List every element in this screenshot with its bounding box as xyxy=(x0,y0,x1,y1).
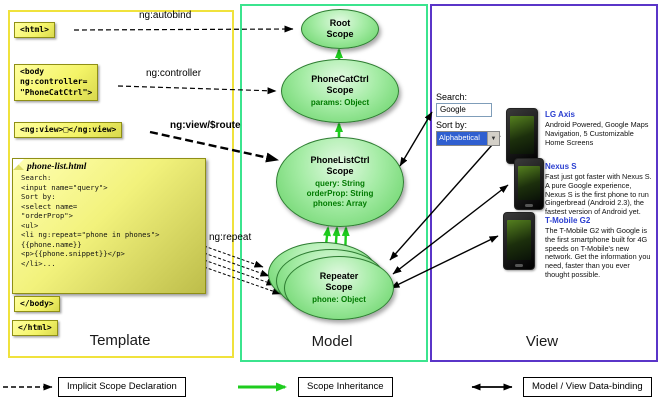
phone-screen xyxy=(518,166,540,200)
ng-view-tag: <ng:view>□</ng:view> xyxy=(14,122,123,139)
phone-desc-lg-axis: Android Powered, Google Maps Navigation,… xyxy=(545,120,649,147)
body-open-tag: <body ng:controller= "PhoneCatCtrl"> xyxy=(14,64,99,102)
template-panel-label: Template xyxy=(89,332,151,349)
phonelistctrl-scope-name: PhoneListCtrl Scope xyxy=(310,155,370,176)
legend-green-arrow-icon xyxy=(238,382,287,392)
phone-desc-tmobile-g2: The T-Mobile G2 with Google is the first… xyxy=(545,226,651,279)
note-code: Search: <input name="query"> Sort by: <s… xyxy=(21,173,160,268)
phone-screen xyxy=(507,220,531,260)
repeater-scope-ellipse: Repeater Scope phone: Object xyxy=(284,256,394,320)
phonecatctrl-scope-ellipse: PhoneCatCtrl Scope params: Object xyxy=(281,59,399,123)
phone-desc-nexus-s: Fast just got faster with Nexus S. A pur… xyxy=(545,172,652,216)
legend-implicit-scope-declaration: Implicit Scope Declaration xyxy=(58,377,186,397)
phone-key xyxy=(525,204,533,207)
ng-controller-label: ng:controller xyxy=(146,68,202,79)
template-panel xyxy=(8,10,234,358)
sort-select[interactable]: Alphabetical ▼ xyxy=(436,131,500,146)
note-title: phone-list.html xyxy=(27,162,87,172)
body-close-tag: </body> xyxy=(14,296,60,313)
phonelistctrl-scope-ellipse: PhoneListCtrl Scope query: String orderP… xyxy=(276,137,404,227)
phone-list-template-note: phone-list.html Search: <input name="que… xyxy=(12,158,206,294)
phonecatctrl-scope-name: PhoneCatCtrl Scope xyxy=(311,74,369,95)
root-scope-name: Root Scope xyxy=(326,18,354,39)
note-fold-icon xyxy=(13,159,24,170)
phone-image-nexus-s xyxy=(514,158,544,210)
legend-double-arrow-icon xyxy=(471,383,513,391)
repeater-scope-props: phone: Object xyxy=(312,294,366,304)
sort-by-label: Sort by: xyxy=(436,120,468,130)
search-label: Search: xyxy=(436,92,468,102)
ng-autobind-label: ng:autobind xyxy=(139,10,192,21)
dropdown-arrow-icon[interactable]: ▼ xyxy=(487,132,499,145)
ng-repeat-label: ng:repeat xyxy=(209,232,252,243)
phone-link-nexus-s[interactable]: Nexus S xyxy=(545,162,577,171)
model-panel-label: Model xyxy=(311,333,353,350)
phonecatctrl-scope-props: params: Object xyxy=(310,97,370,107)
root-scope-ellipse: Root Scope xyxy=(301,9,379,49)
ng-view-route-label: ng:view/$route xyxy=(170,120,241,131)
view-panel-label: View xyxy=(525,333,559,350)
legend-dashed-arrow-icon xyxy=(3,383,53,391)
phone-link-tmobile-g2[interactable]: T-Mobile G2 xyxy=(545,216,591,225)
legend-scope-inheritance: Scope Inheritance xyxy=(298,377,393,397)
repeater-scope-name: Repeater Scope xyxy=(319,271,359,292)
phone-image-lg-axis xyxy=(506,108,538,164)
legend-model-view-data-binding: Model / View Data-binding xyxy=(523,377,652,397)
phone-image-tmobile-g2 xyxy=(503,212,535,270)
phone-key xyxy=(515,264,523,267)
phone-link-lg-axis[interactable]: LG Axis xyxy=(545,110,575,119)
sort-select-value: Alphabetical xyxy=(437,132,487,145)
search-input[interactable]: Google xyxy=(436,103,492,117)
phone-screen xyxy=(510,116,534,154)
phonelistctrl-scope-props: query: String orderProp: String phones: … xyxy=(306,178,374,208)
html-open-tag: <html> xyxy=(14,22,55,39)
html-close-tag: </html> xyxy=(12,320,58,337)
